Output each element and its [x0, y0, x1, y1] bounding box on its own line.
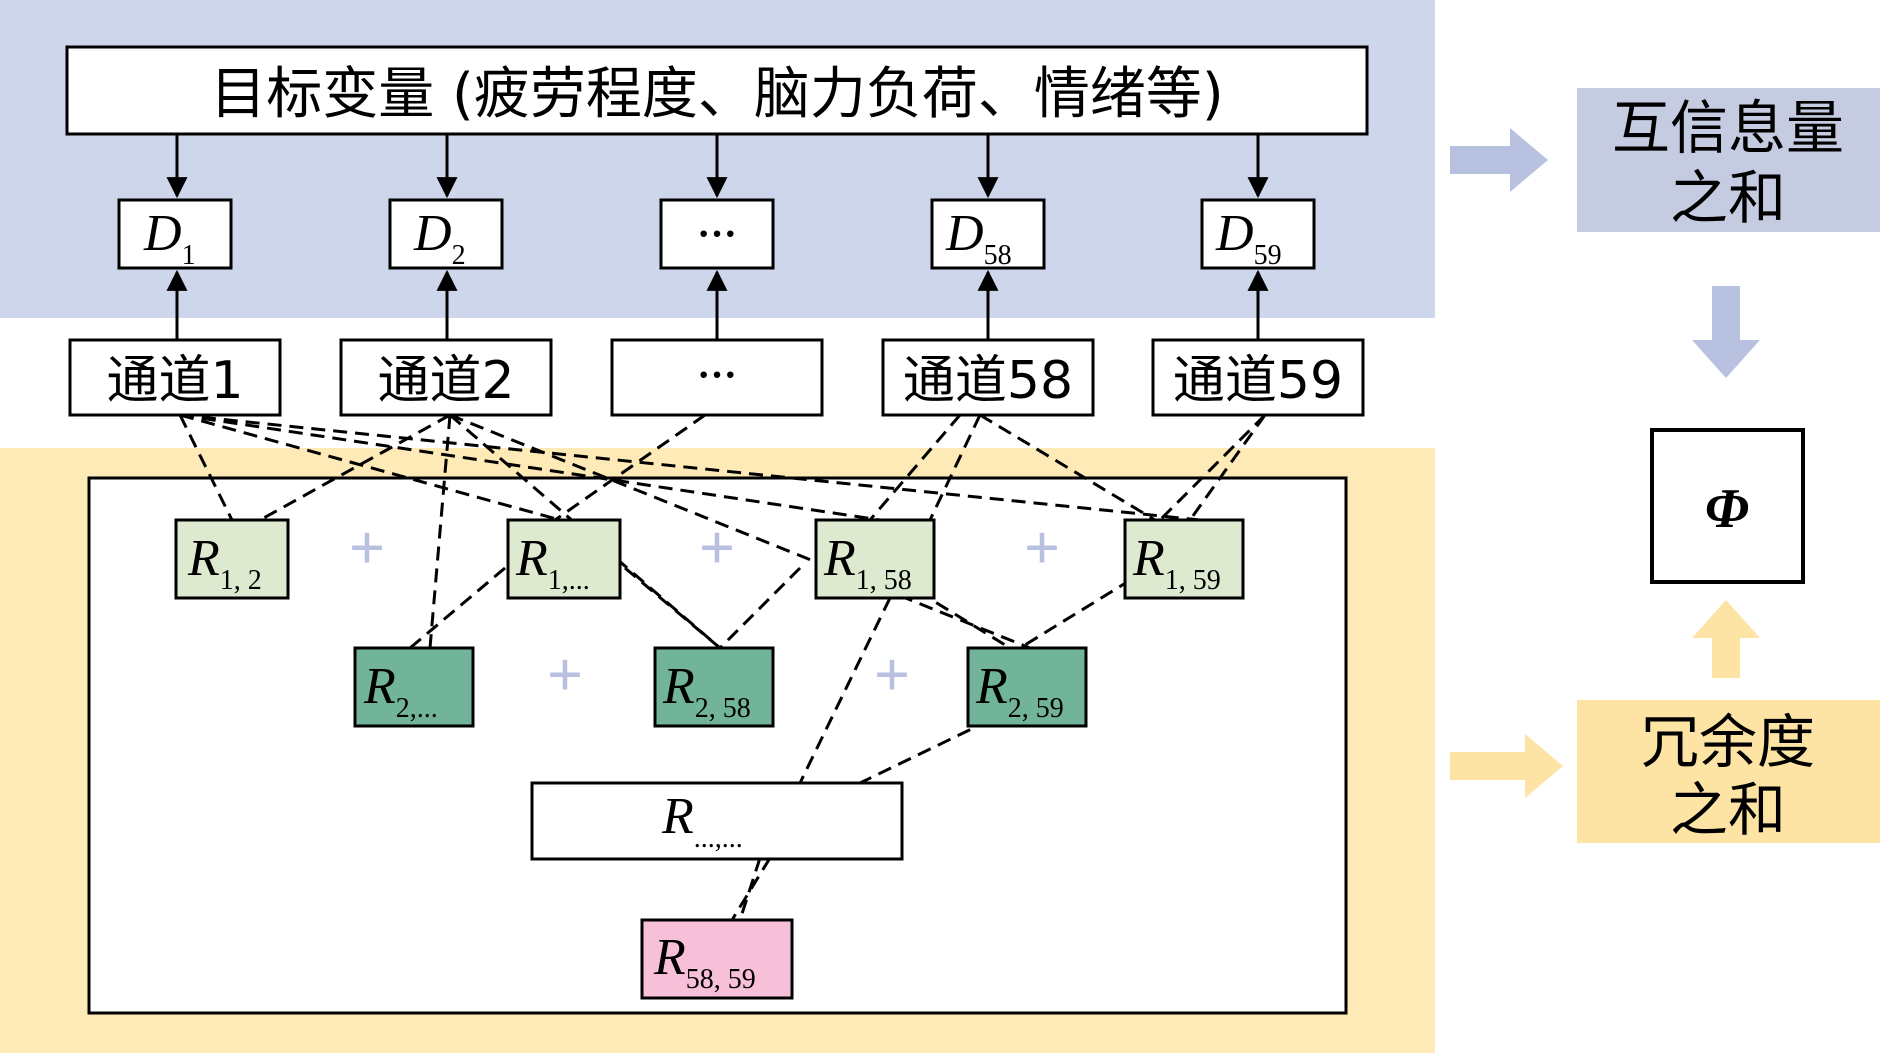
svg-text:冗余度: 冗余度 [1641, 708, 1815, 776]
channel-box-59: 通道59 [1151, 338, 1365, 417]
blue-right-arrow [1450, 128, 1548, 192]
channel-to-d-arrows [166, 269, 1269, 340]
plus-sign: + [1024, 512, 1060, 583]
svg-text:D58: D58 [945, 205, 1012, 271]
target-to-d-arrows [166, 134, 1269, 199]
svg-text:通道59: 通道59 [1173, 351, 1343, 411]
r-box-2-dots: R2,... [353, 646, 475, 728]
svg-text:R1, 58: R1, 58 [823, 530, 912, 596]
r-box-1-2: R1, 2 [174, 518, 290, 600]
r-box-2-59: R2, 59 [966, 646, 1088, 728]
plus-sign: + [349, 512, 385, 583]
d-box-59: D59 [1200, 198, 1316, 271]
d-box-58: D58 [930, 198, 1046, 271]
svg-text:R2,...: R2,... [363, 658, 438, 724]
d-box-1: D1 [117, 198, 233, 271]
phi-box: Φ [1650, 428, 1805, 584]
svg-text:R1,...: R1,... [515, 530, 590, 596]
blue-down-arrow [1692, 286, 1760, 378]
r-box-1-59: R1, 59 [1123, 518, 1245, 600]
target-variable-box: 目标变量 (疲劳程度、脑力负荷、情绪等) [65, 45, 1369, 136]
redundancy-sum-box: 冗余度 之和 [1577, 700, 1880, 844]
svg-text:之和: 之和 [1670, 776, 1786, 844]
channel-box-ellipsis: ··· [610, 338, 824, 417]
svg-text:Φ: Φ [1705, 478, 1749, 540]
d-box-ellipsis: ··· [659, 198, 775, 270]
svg-text:R1, 2: R1, 2 [187, 530, 262, 596]
plus-sign: + [874, 639, 910, 710]
svg-text:R58, 59: R58, 59 [653, 929, 756, 995]
r-box-1-dots: R1,... [506, 518, 622, 600]
r-box-dots-dots: R...,... [530, 781, 904, 861]
svg-text:通道2: 通道2 [377, 351, 514, 411]
svg-text:之和: 之和 [1670, 164, 1786, 232]
plus-sign: + [699, 512, 735, 583]
channel-box-1: 通道1 [68, 338, 282, 417]
svg-text:R1, 59: R1, 59 [1132, 530, 1221, 596]
r-box-58-59: R58, 59 [640, 918, 794, 1000]
r-box-2-58: R2, 58 [653, 646, 775, 728]
r-box-1-58: R1, 58 [814, 518, 936, 600]
channel-box-2: 通道2 [339, 338, 553, 417]
svg-text:D1: D1 [143, 205, 196, 271]
target-variable-label: 目标变量 (疲劳程度、脑力负荷、情绪等) [210, 62, 1224, 127]
svg-text:通道1: 通道1 [106, 351, 243, 411]
dashed-connectors [178, 413, 1267, 921]
d-box-2: D2 [388, 198, 504, 271]
mutual-information-sum-box: 互信息量 之和 [1577, 88, 1880, 232]
yellow-right-arrow [1450, 734, 1563, 798]
svg-text:D2: D2 [413, 205, 466, 271]
yellow-up-arrow [1692, 600, 1760, 678]
svg-text:通道58: 通道58 [903, 351, 1073, 411]
plus-sign: + [547, 639, 583, 710]
channel-box-58: 通道58 [881, 338, 1095, 417]
svg-text:互信息量: 互信息量 [1612, 94, 1844, 162]
svg-text:R2, 58: R2, 58 [662, 658, 751, 724]
svg-text:R2, 59: R2, 59 [975, 658, 1064, 724]
svg-text:D59: D59 [1215, 205, 1282, 271]
svg-text:···: ··· [697, 211, 737, 256]
svg-text:···: ··· [697, 352, 737, 397]
svg-text:R...,...: R...,... [661, 788, 743, 854]
